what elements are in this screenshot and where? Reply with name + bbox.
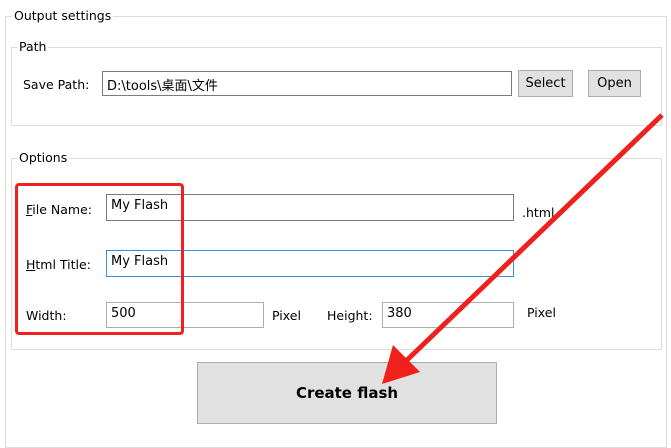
create-flash-button[interactable]: Create flash	[197, 362, 497, 424]
save-path-label: Save Path:	[23, 77, 90, 92]
width-label: Width:	[26, 308, 67, 323]
html-title-accesskey: H	[26, 257, 36, 272]
path-title: Path	[17, 39, 49, 54]
html-title-label: Html Title:	[26, 257, 91, 272]
output-settings-title: Output settings	[12, 8, 114, 23]
save-path-input[interactable]: D:\tools\桌面\文件	[102, 71, 512, 96]
width-unit: Pixel	[272, 308, 301, 323]
file-name-label-text: ile Name:	[32, 202, 92, 217]
html-title-label-text: tml Title:	[35, 257, 91, 272]
height-unit: Pixel	[527, 305, 556, 320]
highlight-box	[15, 183, 184, 335]
options-group	[11, 158, 662, 350]
path-group	[11, 47, 662, 126]
width-input[interactable]: 500	[106, 302, 264, 328]
select-button[interactable]: Select	[518, 70, 573, 97]
open-button[interactable]: Open	[588, 70, 641, 97]
height-label: Height:	[327, 308, 373, 323]
file-extension: .html	[522, 205, 555, 220]
options-title: Options	[17, 150, 70, 165]
file-name-label: File Name:	[26, 202, 92, 217]
html-title-input[interactable]: My Flash	[106, 250, 514, 277]
file-name-accesskey: F	[26, 202, 33, 217]
file-name-input[interactable]: My Flash	[106, 194, 514, 221]
